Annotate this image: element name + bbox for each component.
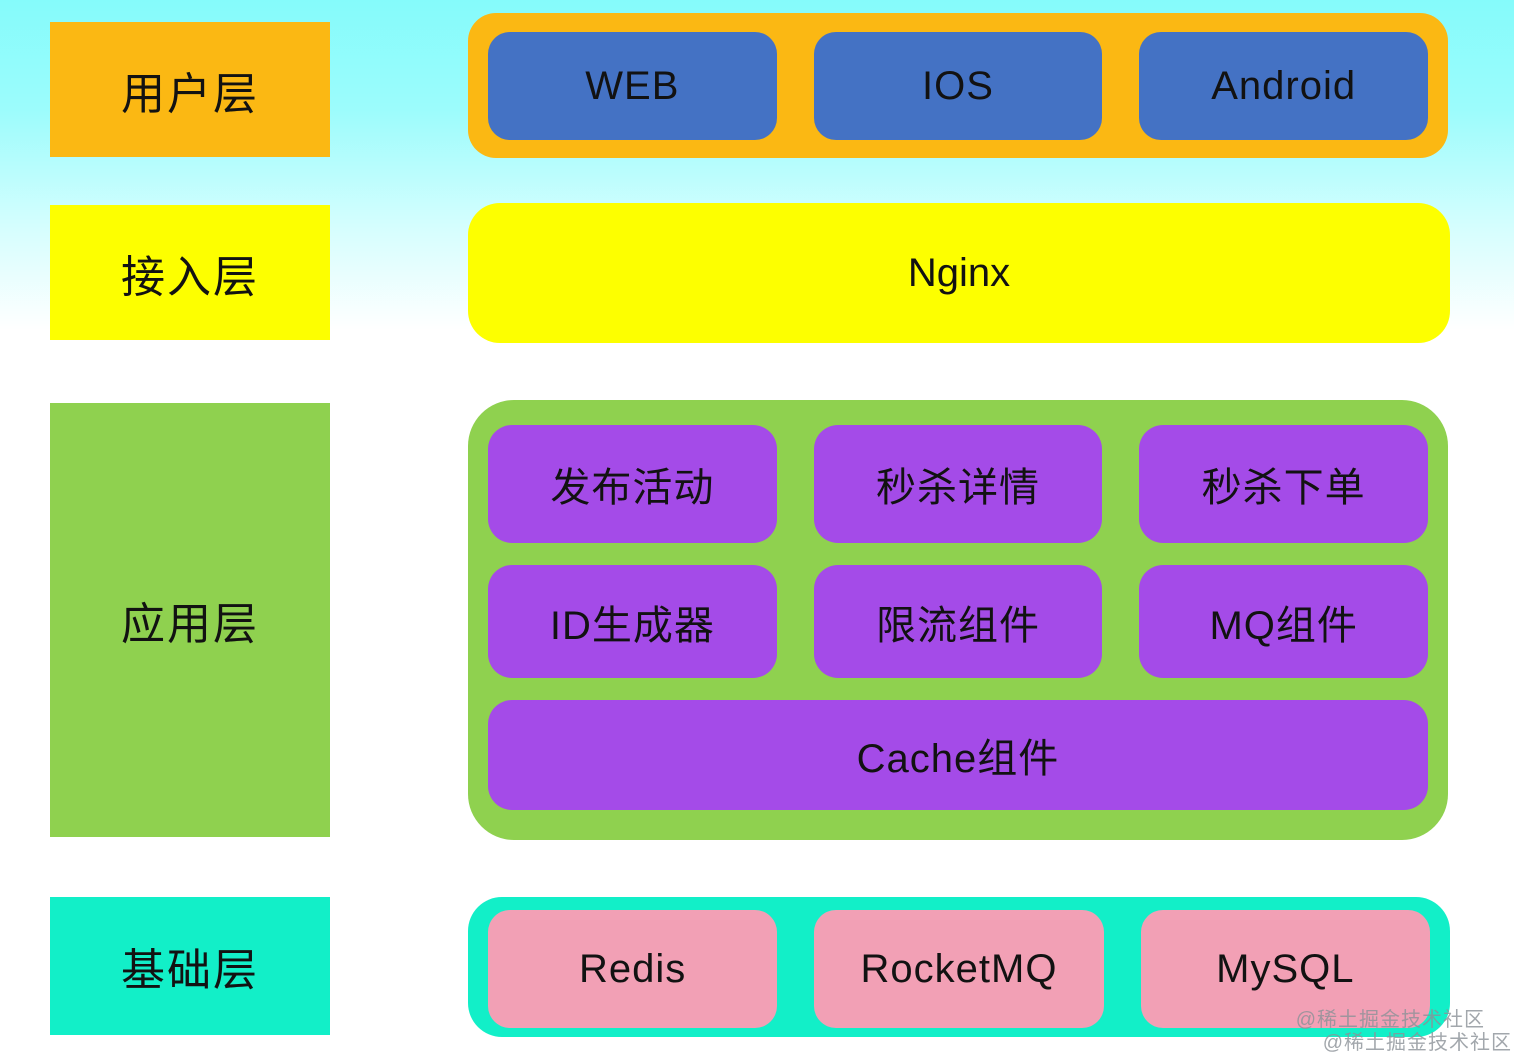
watermark-line1: @稀土掘金技术社区 [1295,1009,1485,1031]
layer-label-access: 接入层 [50,205,330,340]
node-ios: IOS [813,32,1103,140]
layer-label-user: 用户层 [50,22,330,157]
application-layer-container: 发布活动 秒杀详情 秒杀下单 ID生成器 限流组件 MQ组件 Cache组件 [468,400,1448,840]
node-web: WEB [488,32,777,140]
node-mysql: MySQL [1140,910,1430,1028]
layer-label-infrastructure: 基础层 [50,897,330,1035]
node-android: Android [1139,32,1429,140]
node-id-generator: ID生成器 [488,565,777,678]
infrastructure-layer-container: Redis RocketMQ MySQL [468,897,1450,1037]
node-publish-activity: 发布活动 [488,425,777,543]
node-redis: Redis [488,910,778,1028]
node-rate-limit-component: 限流组件 [813,565,1103,678]
node-cache-component: Cache组件 [488,700,1428,810]
node-nginx: Nginx [468,203,1450,343]
node-seckill-detail: 秒杀详情 [813,425,1103,543]
node-rocketmq: RocketMQ [814,910,1104,1028]
node-mq-component: MQ组件 [1139,565,1428,678]
layer-label-application: 应用层 [50,403,330,837]
watermark-line2: @稀土掘金技术社区 [1322,1032,1512,1052]
user-layer-container: WEB IOS Android [468,13,1448,158]
node-seckill-order: 秒杀下单 [1139,425,1428,543]
